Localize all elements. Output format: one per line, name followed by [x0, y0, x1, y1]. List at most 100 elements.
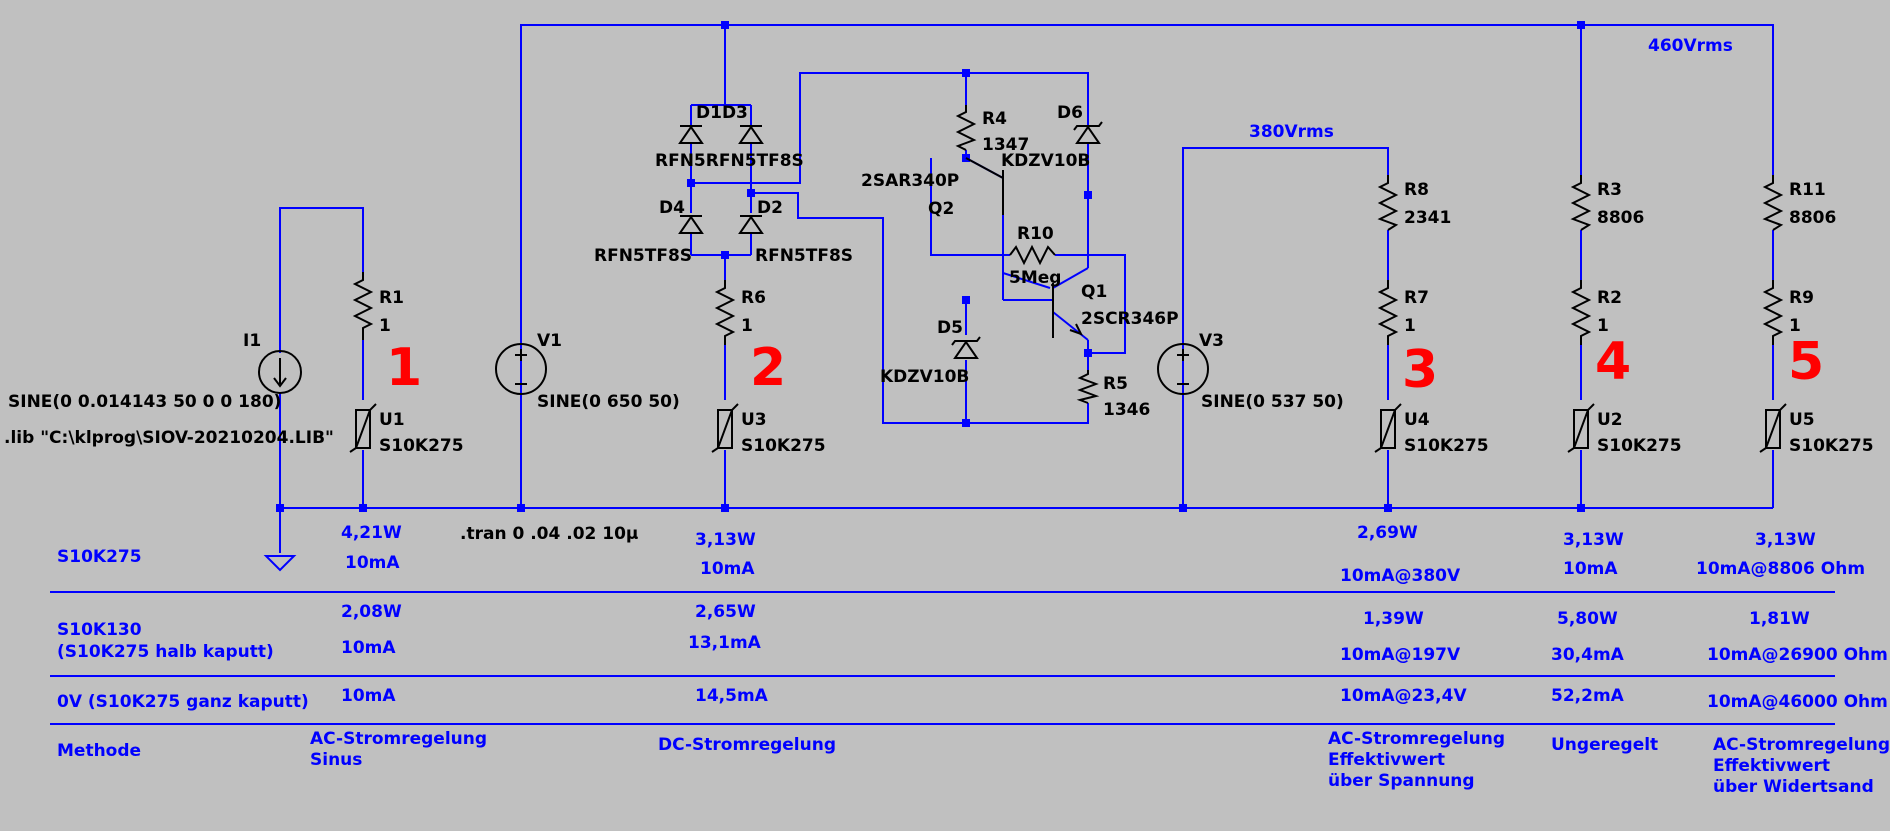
value-I1: SINE(0 0.014143 50 0 0 180) — [8, 392, 281, 412]
cell-current: 10mA — [341, 638, 396, 658]
value-R6: 1 — [741, 316, 753, 336]
method-c5: über Widertsand — [1713, 777, 1874, 797]
cell-current: 10mA@23,4V — [1340, 686, 1467, 706]
value-R9: 1 — [1789, 316, 1801, 336]
varistor-U2[interactable] — [1567, 403, 1595, 453]
row-label: 0V (S10K275 ganz kaputt) — [57, 692, 309, 712]
varistor-U4[interactable] — [1374, 403, 1402, 453]
label-Q2-value: 2SAR340P — [861, 171, 959, 191]
label-R9: R9 — [1789, 288, 1814, 308]
resistor-R10[interactable] — [1009, 244, 1056, 266]
wires — [279, 24, 1774, 553]
value-R2: 1 — [1597, 316, 1609, 336]
label-U1: U1 — [379, 410, 405, 430]
circuit-number-3: 3 — [1402, 340, 1438, 400]
method-c5: Effektivwert — [1713, 756, 1830, 776]
resistor-R3[interactable] — [1570, 175, 1592, 231]
method-c3: AC-Stromregelung — [1328, 729, 1505, 749]
spice-lib-directive: .lib "C:\klprog\SIOV-20210204.LIB" — [4, 428, 334, 448]
value-V3: SINE(0 537 50) — [1201, 392, 1344, 412]
diode-D3[interactable] — [738, 125, 764, 144]
label-R6: R6 — [741, 288, 766, 308]
resistor-R8[interactable] — [1377, 175, 1399, 231]
label-D6: D6 — [1057, 103, 1083, 123]
cell-power: 2,65W — [695, 602, 756, 622]
label-U3: U3 — [741, 410, 767, 430]
varistor-U1[interactable] — [349, 403, 377, 453]
value-R7: 1 — [1404, 316, 1416, 336]
value-R4: 1347 — [982, 135, 1029, 155]
label-U4: U4 — [1404, 410, 1430, 430]
cell-power: 3,13W — [1563, 530, 1624, 550]
value-R8: 2341 — [1404, 208, 1451, 228]
diode-D1[interactable] — [678, 125, 704, 144]
diode-D4[interactable] — [678, 215, 704, 234]
results-table: S10K275 4,21W 10mA 3,13W 10mA 2,69W 10mA… — [50, 523, 1890, 797]
resistor-R6[interactable] — [714, 280, 736, 345]
cell-current: 10mA — [1563, 559, 1618, 579]
transistor-Q2[interactable] — [965, 157, 1004, 215]
label-R11: R11 — [1789, 180, 1826, 200]
tran-directive: .tran 0 .04 .02 10µ — [460, 524, 638, 544]
value-R1: 1 — [379, 316, 391, 336]
method-c2: DC-Stromregelung — [658, 735, 836, 755]
voltage-source-V1[interactable] — [495, 343, 547, 395]
value-D1D3: RFN5RFN5TF8S — [655, 151, 804, 171]
resistor-R1[interactable] — [352, 272, 374, 340]
resistor-R2[interactable] — [1570, 280, 1592, 345]
cell-current: 10mA — [341, 686, 396, 706]
varistor-U3[interactable] — [711, 403, 739, 453]
cell-current: 10mA@380V — [1340, 566, 1461, 586]
method-c3: über Spannung — [1328, 771, 1475, 791]
value-U5: S10K275 — [1789, 436, 1874, 456]
value-R11: 8806 — [1789, 208, 1836, 228]
value-Q1: 2SCR346P — [1081, 309, 1179, 329]
zener-D5[interactable] — [951, 336, 981, 359]
cell-current: 14,5mA — [695, 686, 769, 706]
current-source-I1[interactable] — [258, 350, 302, 394]
value-D4: RFN5TF8S — [594, 246, 692, 266]
method-c5: AC-Stromregelung — [1713, 735, 1890, 755]
label-D1D3: D1D3 — [696, 103, 748, 123]
cell-power: 2,69W — [1357, 523, 1418, 543]
zener-D6[interactable] — [1073, 121, 1103, 144]
varistor-U5[interactable] — [1759, 403, 1787, 453]
resistor-R4[interactable] — [955, 105, 977, 151]
cell-current: 10mA — [345, 553, 400, 573]
row-label: S10K275 — [57, 547, 142, 567]
cell-current: 13,1mA — [688, 633, 762, 653]
label-R10: R10 — [1017, 224, 1054, 244]
annotation-460vrms: 460Vrms — [1648, 36, 1733, 56]
method-c1: Sinus — [310, 750, 362, 770]
cell-power: 4,21W — [341, 523, 402, 543]
label-I1: I1 — [243, 331, 261, 351]
label-D5: D5 — [937, 318, 963, 338]
cell-current: 52,2mA — [1551, 686, 1625, 706]
resistor-R11[interactable] — [1762, 175, 1784, 231]
circuit-numbers: 1 2 3 4 5 — [386, 332, 1824, 400]
resistor-R7[interactable] — [1377, 280, 1399, 345]
cell-power: 3,13W — [1755, 530, 1816, 550]
cell-current: 10mA@197V — [1340, 645, 1461, 665]
label-Q1: Q1 — [1081, 282, 1107, 302]
value-U2: S10K275 — [1597, 436, 1682, 456]
label-D2: D2 — [757, 198, 783, 218]
cell-power: 5,80W — [1557, 609, 1618, 629]
value-U3: S10K275 — [741, 436, 826, 456]
cell-current: 10mA — [700, 559, 755, 579]
label-R2: R2 — [1597, 288, 1622, 308]
value-D6: KDZV10B — [1001, 151, 1090, 171]
cell-current: 30,4mA — [1551, 645, 1625, 665]
value-R10: 5Meg — [1009, 268, 1061, 288]
label-V1: V1 — [537, 331, 562, 351]
transistor-Q1[interactable] — [1052, 283, 1084, 338]
diode-D2[interactable] — [738, 215, 764, 234]
voltage-source-V3[interactable] — [1157, 343, 1209, 395]
circuit-number-4: 4 — [1595, 332, 1631, 392]
label-R5: R5 — [1103, 374, 1128, 394]
resistor-R5[interactable] — [1076, 370, 1100, 404]
resistor-R9[interactable] — [1762, 280, 1784, 345]
label-R3: R3 — [1597, 180, 1622, 200]
label-R7: R7 — [1404, 288, 1429, 308]
cell-current: 10mA@46000 Ohm — [1707, 692, 1888, 712]
